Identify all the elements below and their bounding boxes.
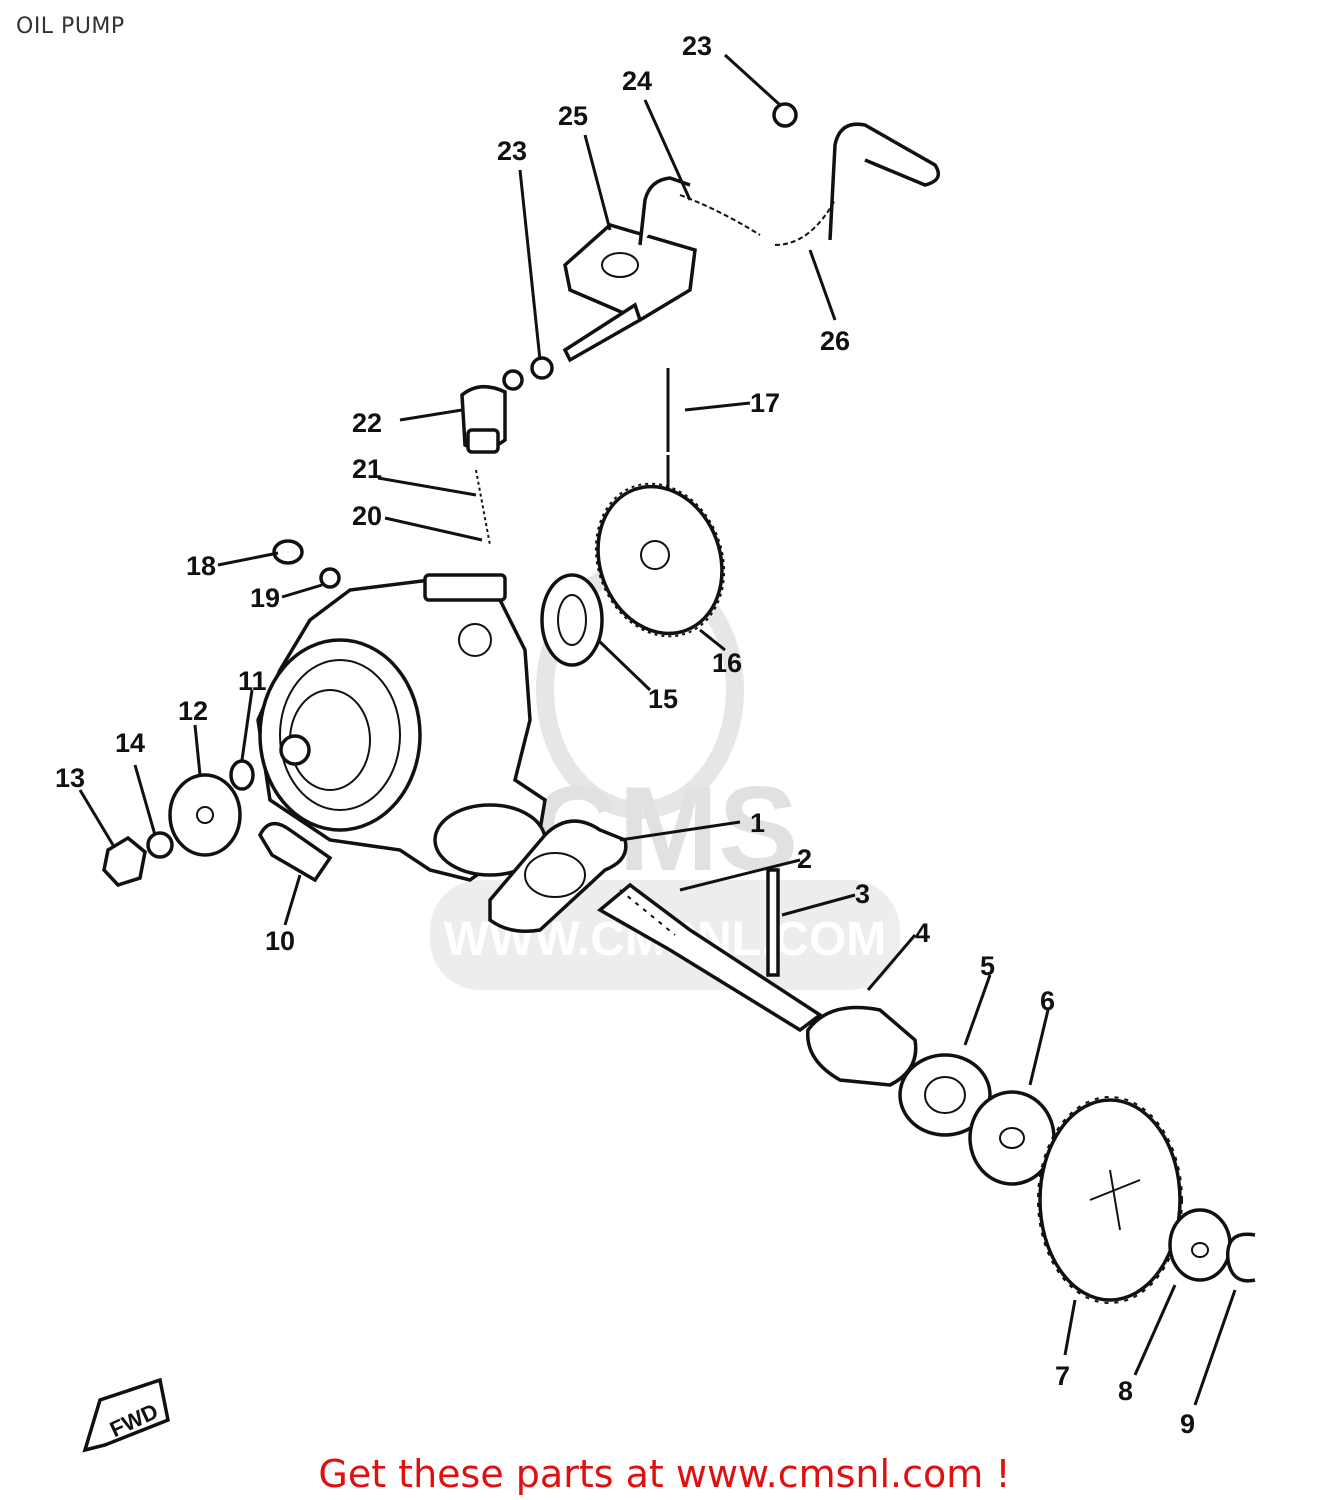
callout-9: 9 [1180,1409,1195,1439]
leader-lines [78,53,1237,1406]
callout-18: 18 [186,551,216,581]
callout-14: 14 [115,728,145,758]
callout-8: 8 [1118,1376,1133,1406]
page-title: OIL PUMP [16,14,125,39]
callout-26: 26 [820,326,850,356]
callout-23-lower: 23 [497,136,527,166]
callout-1: 1 [750,808,765,838]
bearing-5 [898,1053,992,1137]
callout-16: 16 [712,648,742,678]
gear-16 [594,482,726,638]
callout-25: 25 [558,101,588,131]
callout-5: 5 [980,951,995,981]
callout-19: 19 [250,583,280,613]
small-parts-left [102,539,341,888]
callout-11: 11 [238,666,267,696]
callout-2: 2 [797,844,812,874]
circlip-9 [1226,1232,1256,1283]
gasket-1 [488,819,628,933]
callout-10: 10 [265,926,295,956]
drive-shaft [596,882,824,1033]
gear-7 [1037,1096,1183,1304]
callout-labels: 1 2 3 4 5 6 7 8 9 10 11 12 13 14 15 16 1… [55,31,1195,1439]
clip-23-top [772,102,798,128]
callout-17: 17 [750,388,780,418]
callout-24: 24 [622,66,652,96]
callout-7: 7 [1055,1361,1070,1391]
promo-footer-link[interactable]: Get these parts at www.cmsnl.com ! [318,1452,1011,1496]
collar-4 [806,1005,918,1087]
spring-21 [475,469,491,546]
callout-15: 15 [648,684,678,714]
callout-6: 6 [1040,986,1055,1016]
oil-pipe-bend [828,122,941,241]
seal-15 [540,573,604,667]
callout-23-top: 23 [682,31,712,61]
callout-4: 4 [915,918,930,948]
callout-22: 22 [352,408,382,438]
clip-23-lower [530,356,554,380]
callout-20: 20 [352,501,382,531]
callout-13: 13 [55,763,85,793]
hose-clip [502,369,524,391]
oil-hose-24 [679,194,761,236]
banjo-fitting-22 [460,385,507,454]
fwd-arrow-marker: FWD [82,1377,171,1453]
oil-pipe-25-lower [562,302,643,363]
callout-21: 21 [352,454,382,484]
oil-pump-body [256,573,547,882]
callout-3: 3 [855,879,870,909]
oil-tank-bracket [563,176,697,322]
washer-8 [1168,1208,1232,1282]
oil-hose-26 [774,199,836,246]
callout-12: 12 [178,696,208,726]
pin-3 [766,868,780,977]
